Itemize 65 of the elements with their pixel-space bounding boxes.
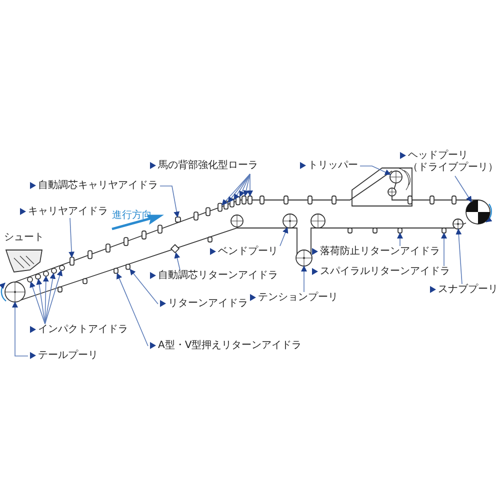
leader-line <box>456 228 462 284</box>
leader-line <box>239 174 250 198</box>
leader-line <box>44 270 63 324</box>
callout-text: インパクトアイドラ <box>38 324 128 336</box>
callout-text: ヘッドプーリ <box>408 150 469 162</box>
leader-line <box>30 281 46 324</box>
part-label: シュート <box>4 232 44 244</box>
pulley-icon <box>296 250 312 266</box>
return-idler <box>442 228 446 234</box>
leader-line <box>130 268 158 304</box>
pulley-icon <box>282 214 298 228</box>
impact-idler <box>27 276 33 282</box>
callout-text: 自動調芯リターンアイドラ <box>158 270 278 282</box>
roller <box>224 200 228 210</box>
self-aligning-return-idler <box>170 244 180 254</box>
callout-text: テールプーリ <box>38 350 98 362</box>
impact-idler <box>35 274 41 280</box>
roller <box>248 196 252 204</box>
callout-text: （ドライブプーリ） <box>408 162 498 174</box>
return-idler <box>114 268 118 274</box>
leader-line <box>243 174 250 196</box>
roller <box>242 196 246 204</box>
callout-text: A型・V型押えリターンアイドラ <box>158 340 302 352</box>
leader-line <box>301 266 307 292</box>
impact-idler <box>51 268 57 274</box>
leader-line <box>360 166 391 175</box>
pulley-icon <box>452 218 464 230</box>
self-aligning-carrier-idler <box>175 216 181 223</box>
callout-text: スナブプーリ <box>438 284 498 296</box>
leader-line <box>247 174 253 196</box>
head-pulley-icon <box>466 200 490 224</box>
callout-text: スパイラルリターンアイドラ <box>320 266 450 278</box>
callout-text: リターンアイドラ <box>168 298 248 310</box>
leader-line <box>222 174 250 206</box>
callout-text: 落荷防止リターンアイドラ <box>320 246 440 258</box>
leader-line <box>174 252 180 270</box>
leader-line <box>397 232 403 246</box>
callout-text: 馬の背部強化型ローラ <box>158 160 258 172</box>
roller <box>230 198 234 208</box>
return-idler <box>126 264 130 270</box>
leader-line <box>68 218 75 258</box>
leader-line <box>44 272 56 324</box>
leader-line <box>12 302 28 356</box>
leader-line <box>234 174 250 200</box>
callout-text: ベンドプーリ <box>218 246 278 258</box>
roller <box>218 202 222 212</box>
carrier-idler <box>70 256 74 266</box>
callout-text: トリッパー <box>308 160 358 172</box>
leader-line <box>42 276 49 324</box>
leader-line <box>116 272 148 346</box>
callout-text: 自動調芯キャリヤアイドラ <box>38 180 158 192</box>
leader-line <box>454 176 472 202</box>
roller <box>236 196 240 206</box>
leader-line <box>36 278 46 324</box>
callout-text: キャリヤアイドラ <box>28 206 108 218</box>
pulley-icon <box>4 282 26 302</box>
impact-idler <box>59 264 65 271</box>
leader-line <box>228 174 250 203</box>
leader-line <box>280 227 288 246</box>
impact-idler <box>43 270 49 277</box>
leader-line <box>441 232 447 266</box>
leader-line <box>160 186 180 218</box>
callout-text: テンションプーリ <box>258 292 338 304</box>
return-idler <box>398 228 402 234</box>
tripper-pulley-icon <box>390 170 402 184</box>
